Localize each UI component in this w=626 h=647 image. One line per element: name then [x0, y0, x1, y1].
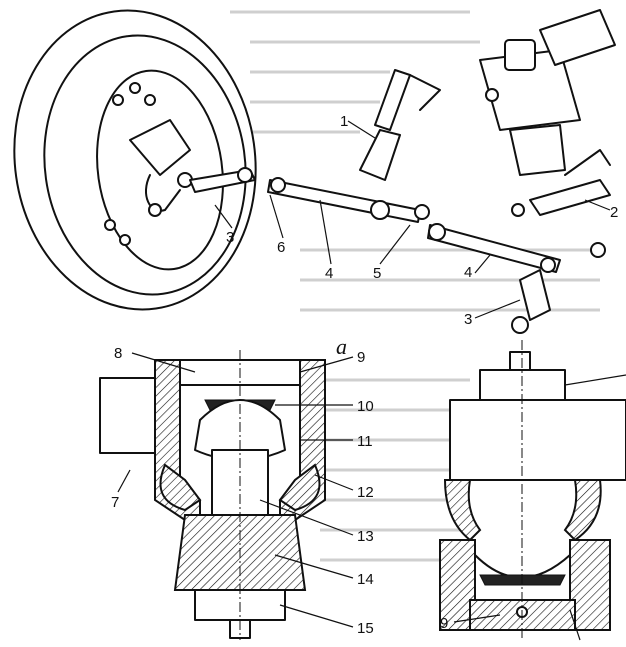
callout-4: 4 — [325, 265, 333, 282]
callout-1: 1 — [340, 113, 348, 130]
wheel-assembly — [13, 9, 257, 311]
callout-11: 11 — [357, 433, 373, 450]
leader-lines-left — [117, 352, 354, 628]
callout-7: 7 — [111, 494, 119, 511]
callout-5: 5 — [373, 265, 381, 282]
callouts-top: 1 2 3 6 4 5 4 3 — [226, 113, 618, 328]
leader-lines-right — [453, 374, 626, 641]
callout-6: 6 — [277, 239, 285, 256]
callouts-left: 8 9 10 11 7 12 13 14 15 — [111, 345, 374, 637]
leader-lines-top — [214, 120, 611, 319]
steering-gear-box — [479, 9, 616, 176]
callout-9-right: 9 — [440, 615, 448, 632]
panel-letter-a: а — [336, 334, 347, 359]
callout-10: 10 — [357, 398, 374, 415]
callout-3b: 3 — [464, 311, 472, 328]
callout-15: 15 — [357, 620, 374, 637]
pitman-arm-and-rods — [189, 69, 611, 334]
callout-14: 14 — [357, 571, 374, 588]
callout-4b: 4 — [464, 264, 472, 281]
callout-2: 2 — [610, 204, 618, 221]
callout-8: 8 — [114, 345, 122, 362]
callout-9: 9 — [357, 349, 365, 366]
callout-13: 13 — [357, 528, 374, 545]
ball-joint-section-left — [99, 350, 326, 640]
callout-12: 12 — [357, 484, 374, 501]
ball-joint-section-right — [439, 340, 626, 640]
callout-3: 3 — [226, 229, 234, 246]
callouts-right: 9 — [440, 615, 448, 632]
